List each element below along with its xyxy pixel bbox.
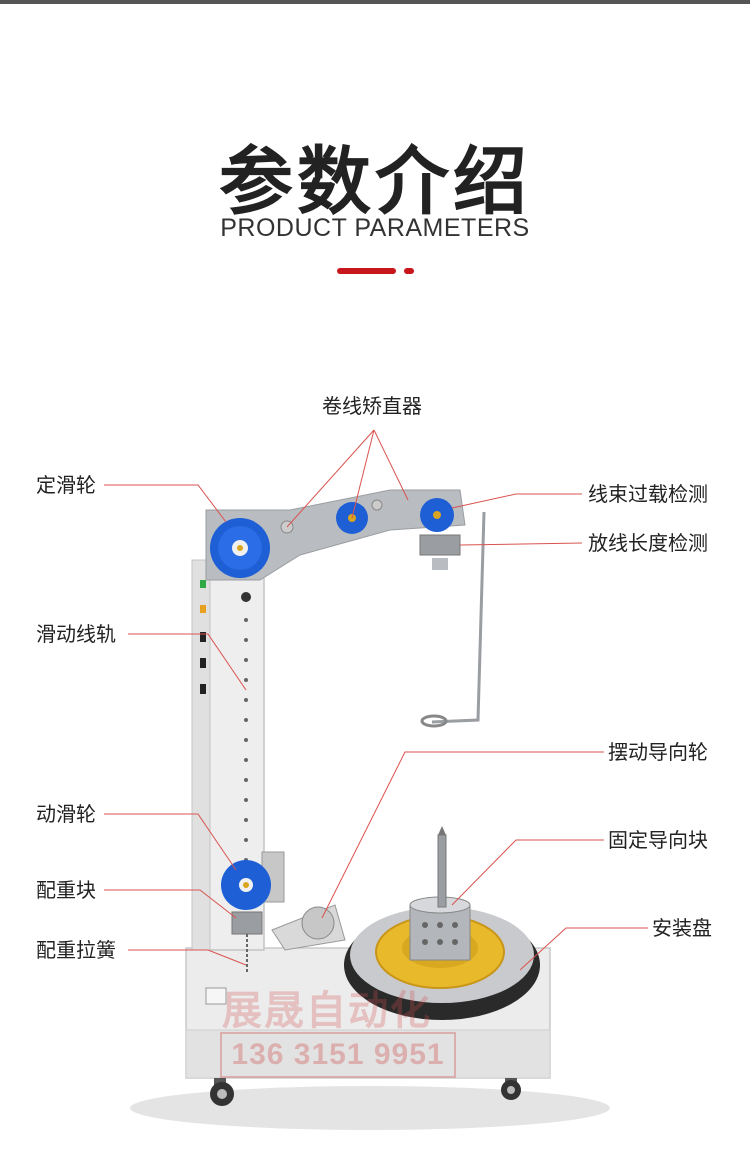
side-switch-3 bbox=[200, 684, 206, 694]
label-mounting-plate: 安装盘 bbox=[652, 916, 712, 940]
counterweight-block bbox=[231, 911, 263, 935]
floor-shadow bbox=[130, 1086, 610, 1130]
label-fixed-guide-block: 固定导向块 bbox=[608, 828, 708, 852]
label-counterweight: 配重块 bbox=[36, 878, 96, 902]
indicator-green bbox=[200, 580, 206, 588]
guide-ring bbox=[420, 714, 448, 728]
overload-detect-wheel bbox=[420, 498, 454, 532]
indicator-orange bbox=[200, 605, 206, 613]
page-title: 参数介绍 bbox=[219, 139, 531, 225]
watermark-phone: 136 3151 9951 bbox=[231, 1038, 445, 1071]
guide-block-holes bbox=[422, 922, 458, 945]
caster-left bbox=[210, 1078, 234, 1106]
side-switch-1 bbox=[200, 632, 206, 642]
base-front-panel bbox=[185, 1029, 551, 1079]
center-spindle bbox=[437, 834, 447, 908]
callout-lines bbox=[104, 429, 648, 971]
label-straightener: 卷线矫直器 bbox=[322, 394, 422, 418]
label-counterweight-spring: 配重拉簧 bbox=[36, 938, 116, 962]
label-swing-guide-wheel: 摆动导向轮 bbox=[608, 740, 708, 764]
movable-pulley bbox=[221, 860, 271, 910]
sensor-connector bbox=[432, 558, 448, 570]
label-length-detect: 放线长度检测 bbox=[588, 531, 708, 555]
fixed-pulley bbox=[210, 518, 270, 578]
title-accent-dot bbox=[404, 268, 414, 274]
straightener-bolt-2 bbox=[371, 499, 383, 511]
watermark-phone-box: 136 3151 9951 bbox=[220, 1032, 456, 1078]
length-detect-sensor bbox=[419, 534, 461, 556]
spindle-tip bbox=[438, 826, 446, 835]
title-accent-bar bbox=[337, 268, 396, 274]
fixed-guide-block bbox=[409, 904, 471, 961]
label-movable-pulley: 动滑轮 bbox=[36, 802, 96, 826]
warning-label bbox=[205, 987, 227, 1005]
page-subtitle: PRODUCT PARAMETERS bbox=[220, 214, 530, 242]
swing-guide-wheel bbox=[301, 906, 335, 940]
label-slide-rail: 滑动线轨 bbox=[36, 622, 116, 646]
top-border-bar bbox=[0, 0, 750, 4]
column-side bbox=[191, 559, 211, 951]
label-fixed-pulley: 定滑轮 bbox=[36, 473, 96, 497]
caster-right bbox=[501, 1078, 521, 1100]
label-overload-detect: 线束过载检测 bbox=[588, 482, 708, 506]
side-switch-2 bbox=[200, 658, 206, 668]
knob bbox=[241, 592, 251, 602]
watermark-company: 展晟自动化 bbox=[222, 988, 432, 1034]
